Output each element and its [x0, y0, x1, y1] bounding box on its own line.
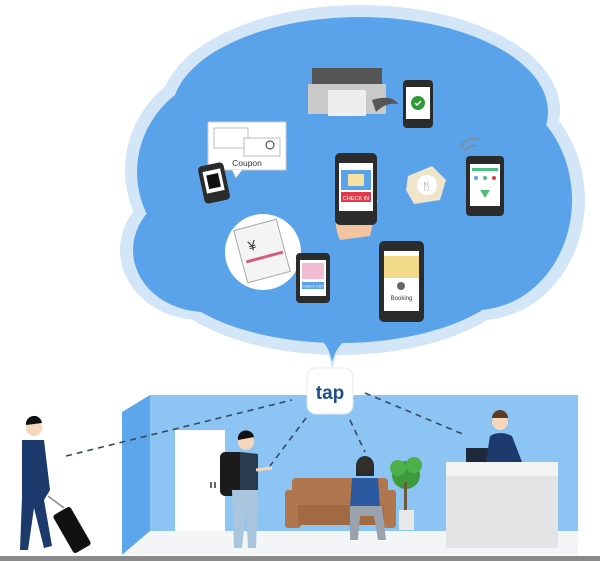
- checkout-label: CHECK OUT: [302, 285, 324, 289]
- hand-phone-checkin: CHECK IN: [335, 153, 378, 240]
- receptionist: [486, 410, 522, 462]
- receipt-bubble: ¥: [225, 214, 301, 290]
- seated-guest: [350, 456, 386, 540]
- backpacker: [220, 430, 273, 548]
- smartphone-check-icon: [403, 80, 433, 128]
- tap-logo: tap: [316, 383, 345, 404]
- checkin-label: CHECK IN: [343, 196, 369, 202]
- smartphone-checkout: CHECK OUT: [296, 253, 330, 303]
- smartphone-survey-icon: [466, 156, 504, 216]
- reception-desk: [446, 448, 558, 548]
- svg-text:¥: ¥: [245, 237, 258, 255]
- coupon-label: Coupon: [232, 158, 262, 168]
- smartphone-icon: [198, 162, 230, 204]
- printer-icon: [308, 68, 398, 116]
- traveler-with-suitcase: [20, 415, 91, 553]
- beacon-device: 🍴: [406, 166, 446, 204]
- cloud: [120, 5, 585, 372]
- smartphone-booking: Booking: [379, 241, 424, 322]
- booking-label: Booking: [391, 296, 413, 302]
- tap-hub: tap: [306, 367, 354, 415]
- connection-lines: [65, 392, 466, 467]
- wifi-signal-icon: [459, 137, 479, 153]
- svg-text:🍴: 🍴: [421, 180, 432, 192]
- plant: [390, 457, 422, 530]
- coupon-bubble: Coupon: [207, 121, 287, 178]
